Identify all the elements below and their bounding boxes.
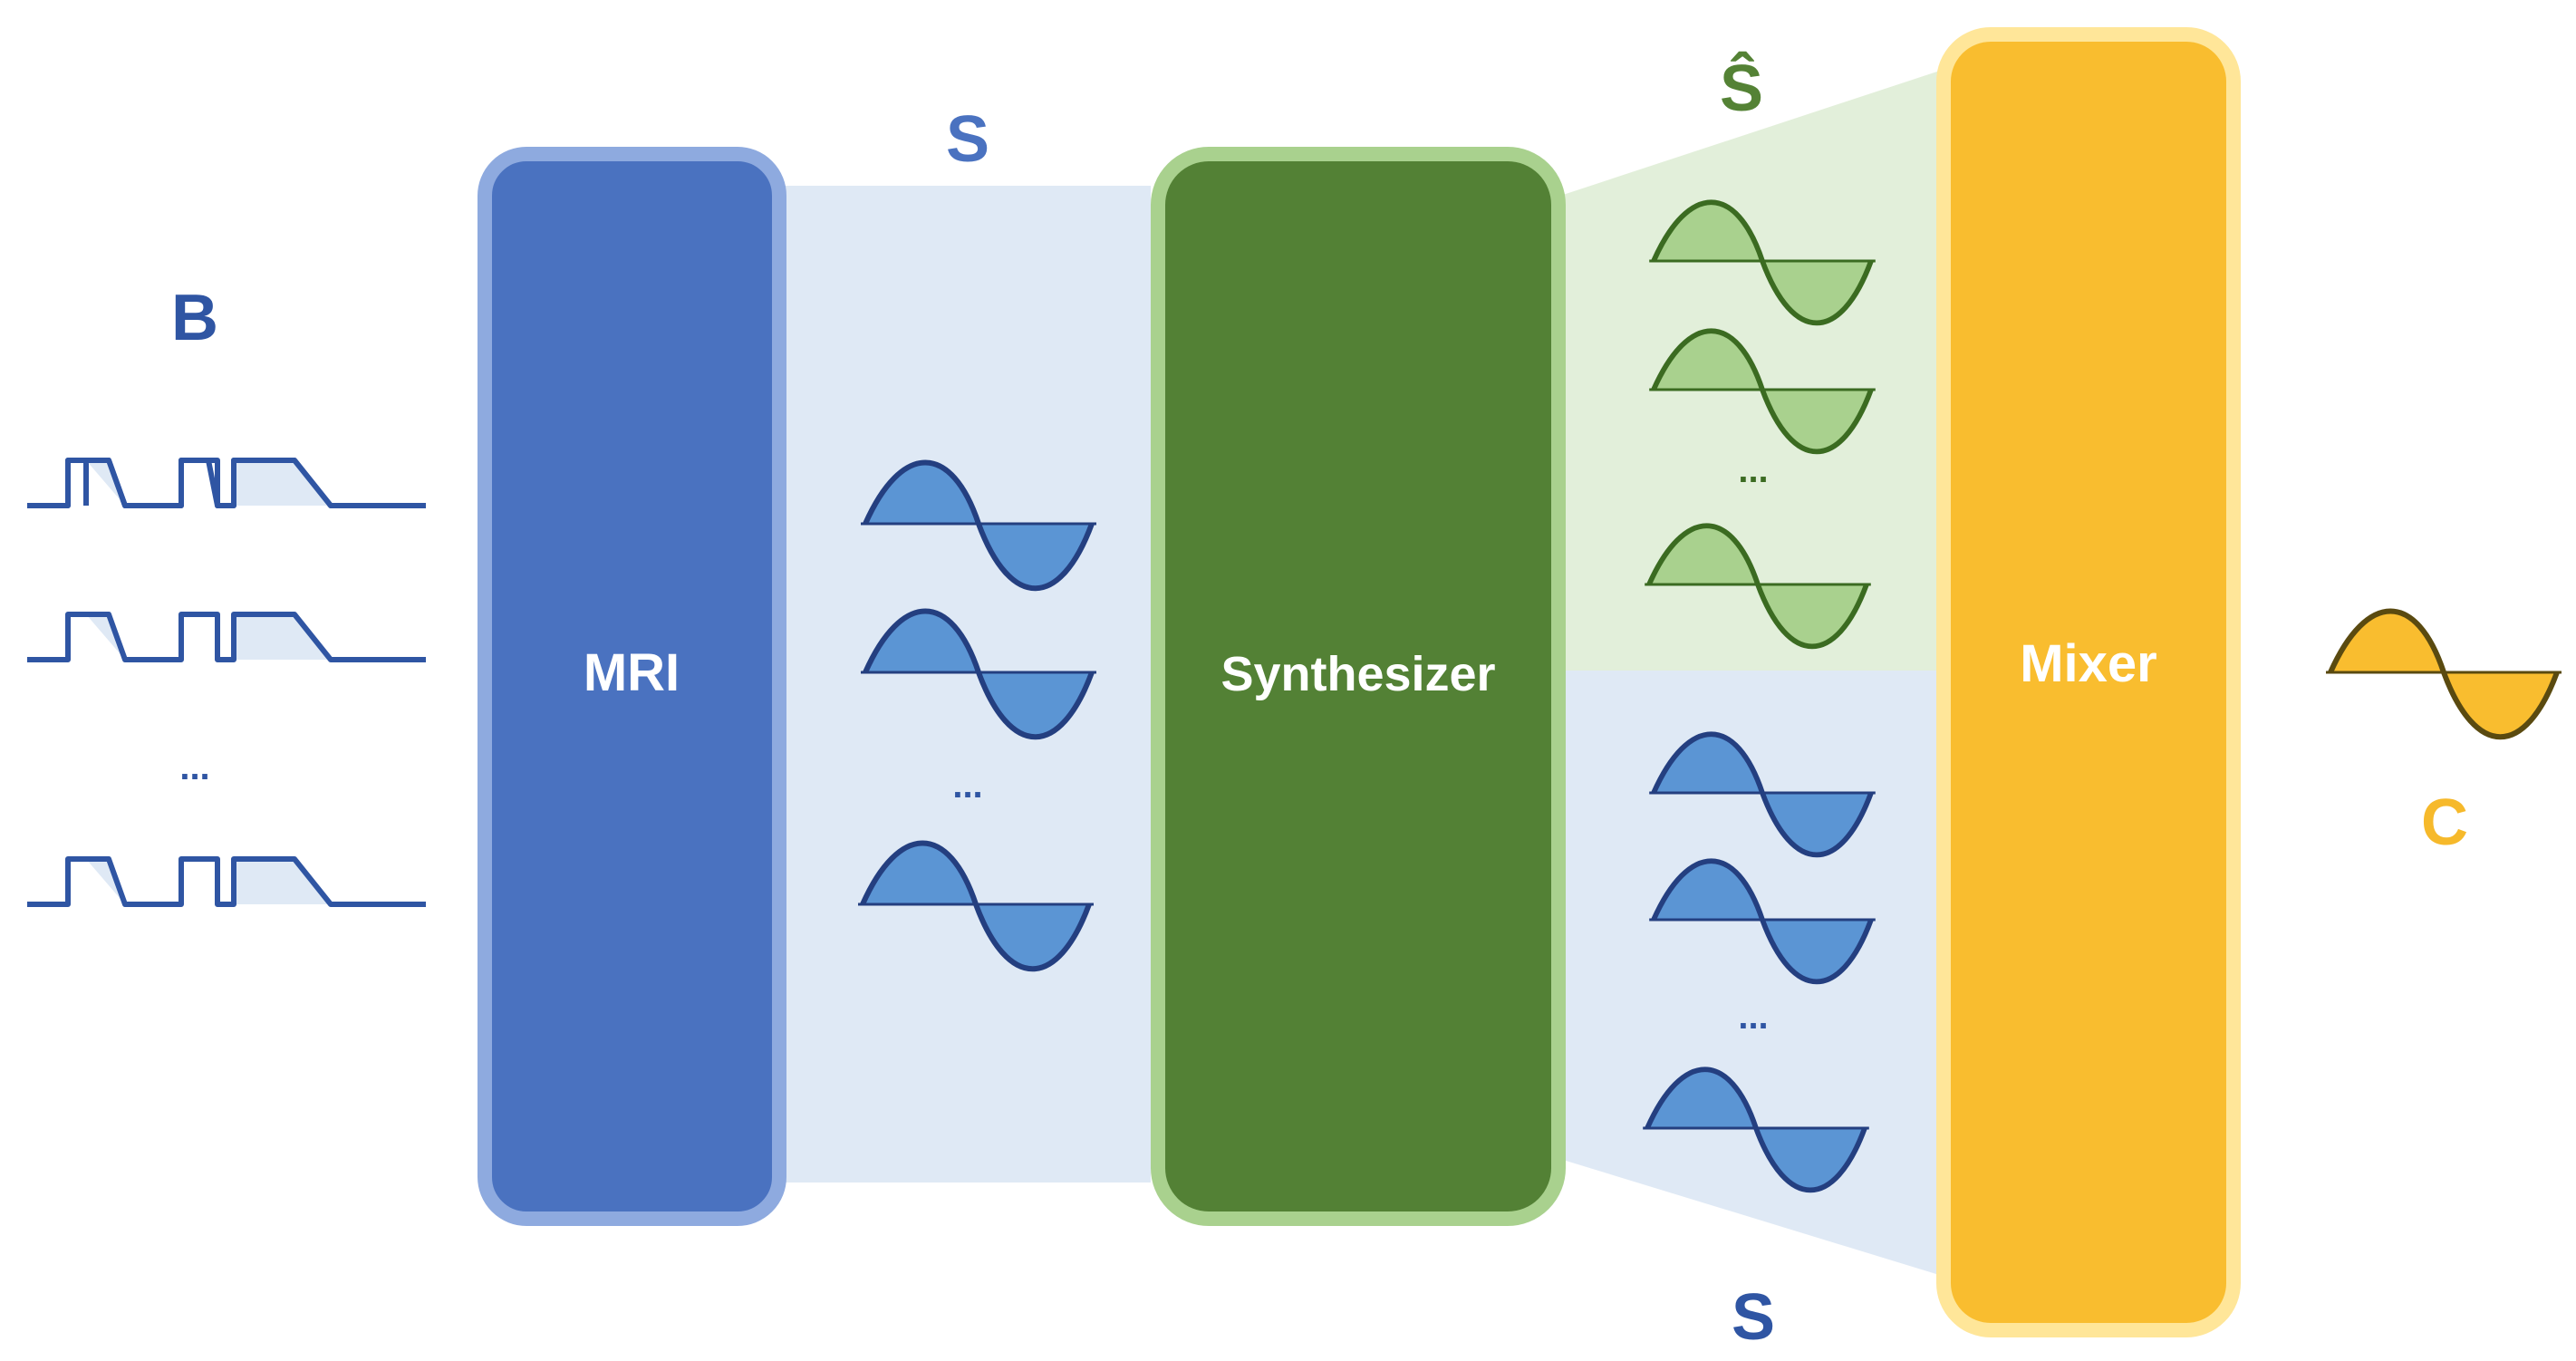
s-bottom-ellipsis: ... <box>1738 997 1768 1037</box>
b-ellipsis: ... <box>179 748 209 787</box>
s-bottom-label: S <box>1732 1281 1775 1354</box>
sine-wave-icon <box>1645 523 1871 650</box>
sine-wave-icon <box>1649 199 1876 326</box>
mri-label: MRI <box>584 643 680 702</box>
sine-wave-icon <box>858 840 1094 972</box>
pulse-sequence-icon <box>27 612 426 662</box>
mixer-box <box>1936 27 2241 1337</box>
sine-wave-icon <box>2326 608 2562 740</box>
s-wave-group <box>858 459 1096 972</box>
sine-wave-icon <box>1649 731 1876 858</box>
sine-wave-icon <box>861 459 1096 592</box>
b-label: B <box>171 282 218 354</box>
s-hat-label: Ŝ <box>1720 52 1763 125</box>
sine-wave-icon <box>861 608 1096 740</box>
synthesizer-label: Synthesizer <box>1220 647 1495 701</box>
sine-wave-icon <box>1643 1067 1869 1193</box>
c-label: C <box>2421 787 2468 859</box>
pulse-sequence-icon <box>27 458 426 508</box>
s-top-label: S <box>946 103 989 176</box>
s-band <box>779 186 1151 1182</box>
s-bottom-band <box>1563 671 1948 1278</box>
mixer-label: Mixer <box>2020 634 2157 693</box>
pulse-sequence-icon <box>27 856 426 907</box>
mri-box <box>478 147 786 1226</box>
s-bottom-wave-group <box>1643 731 1876 1193</box>
s-hat-wave-group <box>1645 199 1876 650</box>
sine-wave-icon <box>1649 858 1876 985</box>
sine-wave-icon <box>1649 328 1876 455</box>
synthesizer-box <box>1151 147 1566 1226</box>
s-ellipsis: ... <box>952 766 982 806</box>
pulse-sequence-group <box>27 458 426 907</box>
s-hat-ellipsis: ... <box>1738 450 1768 490</box>
